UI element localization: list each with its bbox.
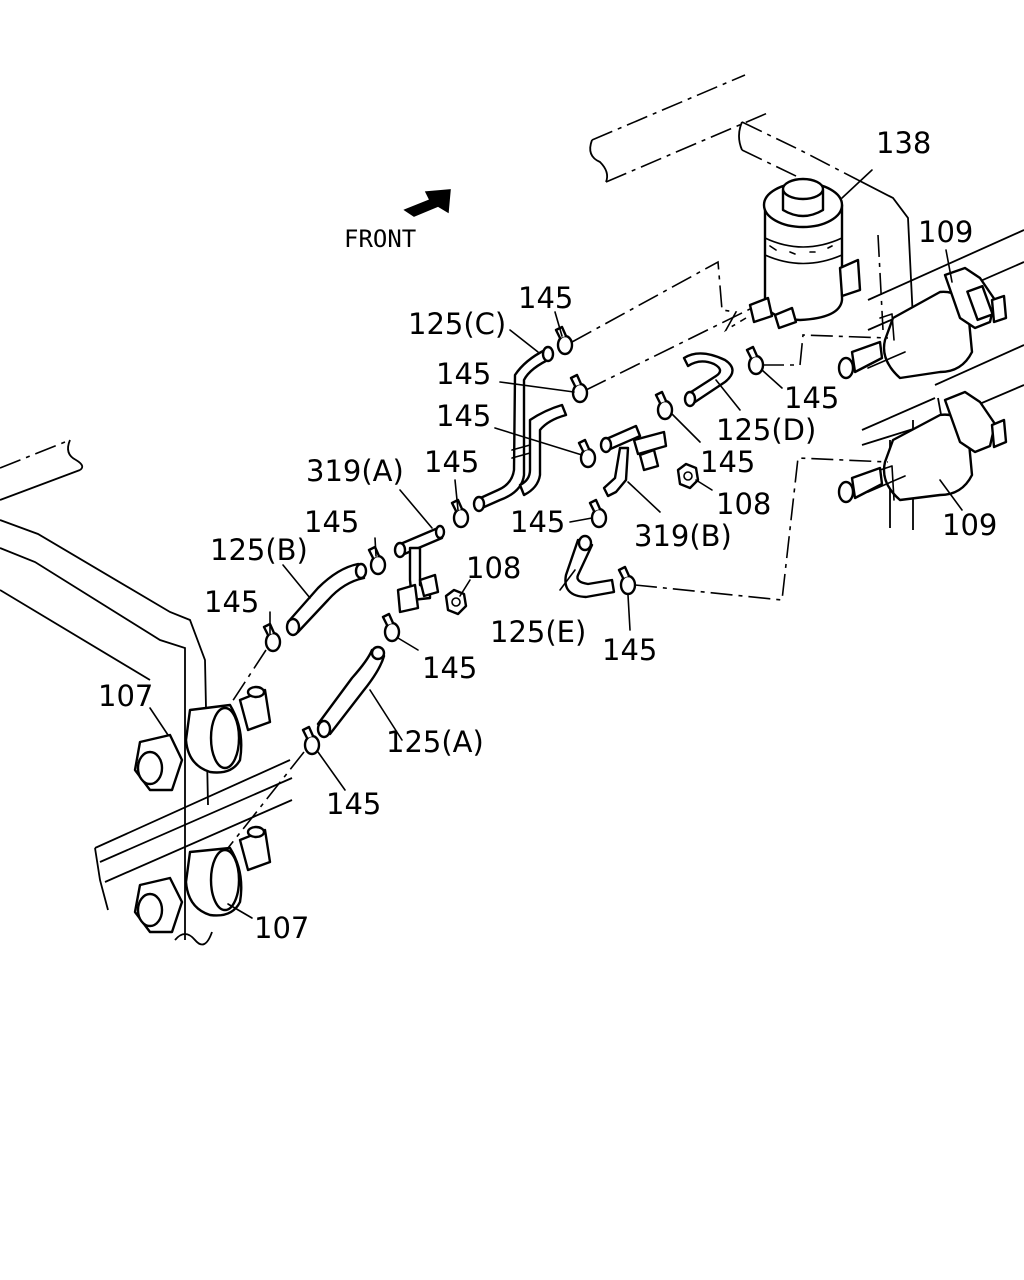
label-145: 145 — [784, 381, 839, 415]
part-labels: 138 109 109 145 125(C) 145 145 145 125(D… — [98, 126, 997, 945]
label-145: 145 — [436, 399, 491, 433]
label-109-top: 109 — [918, 215, 973, 249]
clamp-145-i — [745, 345, 765, 376]
clamp-145-h — [301, 725, 321, 756]
clamp-145-c — [577, 438, 597, 469]
hose-125e — [564, 534, 616, 599]
label-145: 145 — [204, 585, 259, 619]
heater-valve-107-bottom — [133, 825, 272, 934]
label-145: 145 — [422, 651, 477, 685]
label-138: 138 — [876, 126, 931, 160]
label-125d: 125(D) — [716, 413, 816, 447]
label-319a: 319(A) — [306, 454, 404, 488]
pipe-319b — [599, 424, 668, 498]
hose-125b — [285, 562, 368, 637]
connection-lines — [227, 260, 889, 849]
clamp-145-g — [381, 612, 401, 643]
clamp-145-e — [367, 545, 387, 576]
heater-valve-107-top — [133, 685, 272, 792]
hose-125a — [316, 645, 386, 739]
label-145: 145 — [326, 787, 381, 821]
clamp-145-a — [554, 325, 574, 356]
frame-rail-left — [0, 439, 293, 946]
label-125c: 125(C) — [408, 307, 506, 341]
clamp-145-d — [450, 498, 470, 529]
label-125b: 125(B) — [210, 533, 308, 567]
frame-rail-top — [589, 74, 1024, 331]
label-145: 145 — [510, 505, 565, 539]
clamp-145-f — [262, 622, 282, 653]
heater-valve-109-bottom — [837, 390, 1008, 504]
label-107-bottom: 107 — [254, 911, 309, 945]
front-label: FRONT — [344, 225, 416, 253]
label-319b: 319(B) — [634, 519, 732, 553]
clamp-145-b — [569, 373, 589, 404]
label-145: 145 — [700, 445, 755, 479]
label-145: 145 — [436, 357, 491, 391]
heater-valve-109-top — [837, 266, 1008, 380]
label-145: 145 — [424, 445, 479, 479]
label-125a: 125(A) — [386, 725, 484, 759]
clamp-145-l — [617, 565, 637, 596]
label-145: 145 — [518, 281, 573, 315]
label-108-right: 108 — [716, 487, 771, 521]
nut-108-left — [444, 588, 468, 616]
label-145: 145 — [304, 505, 359, 539]
clamp-145-k — [588, 498, 608, 529]
leader-lines — [149, 169, 963, 919]
front-arrow-icon — [403, 189, 451, 217]
label-109-bottom: 109 — [942, 508, 997, 542]
clamp-145-j — [654, 390, 674, 421]
label-125e: 125(E) — [490, 615, 586, 649]
front-indicator: FRONT — [344, 189, 451, 253]
hose-125c — [472, 345, 568, 513]
reservoir-tank-138 — [748, 177, 862, 330]
label-108-left: 108 — [466, 551, 521, 585]
clamps-145 — [262, 325, 765, 756]
label-145: 145 — [602, 633, 657, 667]
hose-125d — [682, 352, 734, 408]
pipe-319a — [393, 524, 446, 614]
label-107-top: 107 — [98, 679, 153, 713]
nut-108-right — [676, 462, 700, 490]
